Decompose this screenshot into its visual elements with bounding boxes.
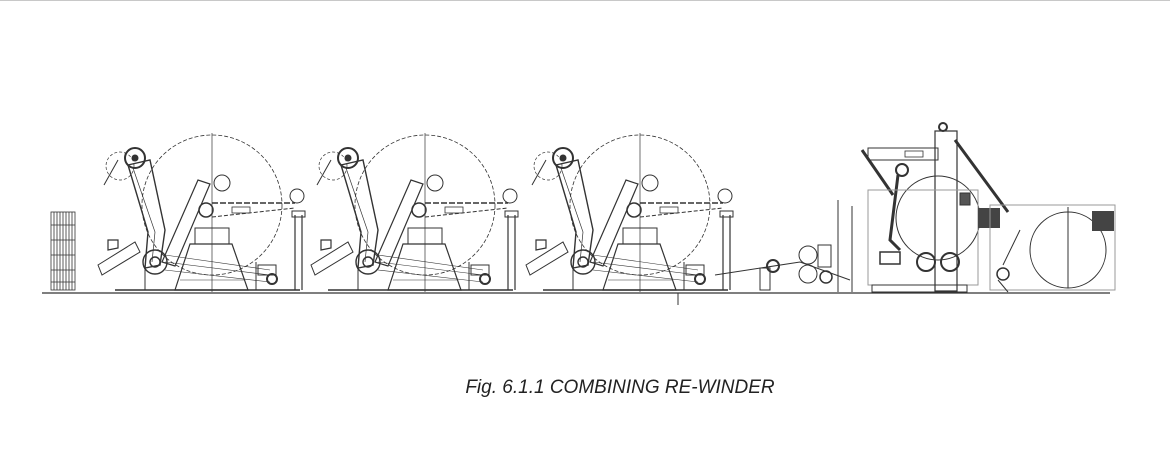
safety-fence <box>50 211 76 291</box>
unwind-station-3 <box>525 132 734 293</box>
page-top-border <box>0 0 1170 1</box>
figure-caption: Fig. 6.1.1 COMBINING RE-WINDER <box>465 377 775 398</box>
rewinder-unit <box>860 122 1116 293</box>
combining-unit <box>714 200 853 292</box>
unwind-station-2 <box>310 132 519 293</box>
unwind-station-1 <box>97 132 306 293</box>
